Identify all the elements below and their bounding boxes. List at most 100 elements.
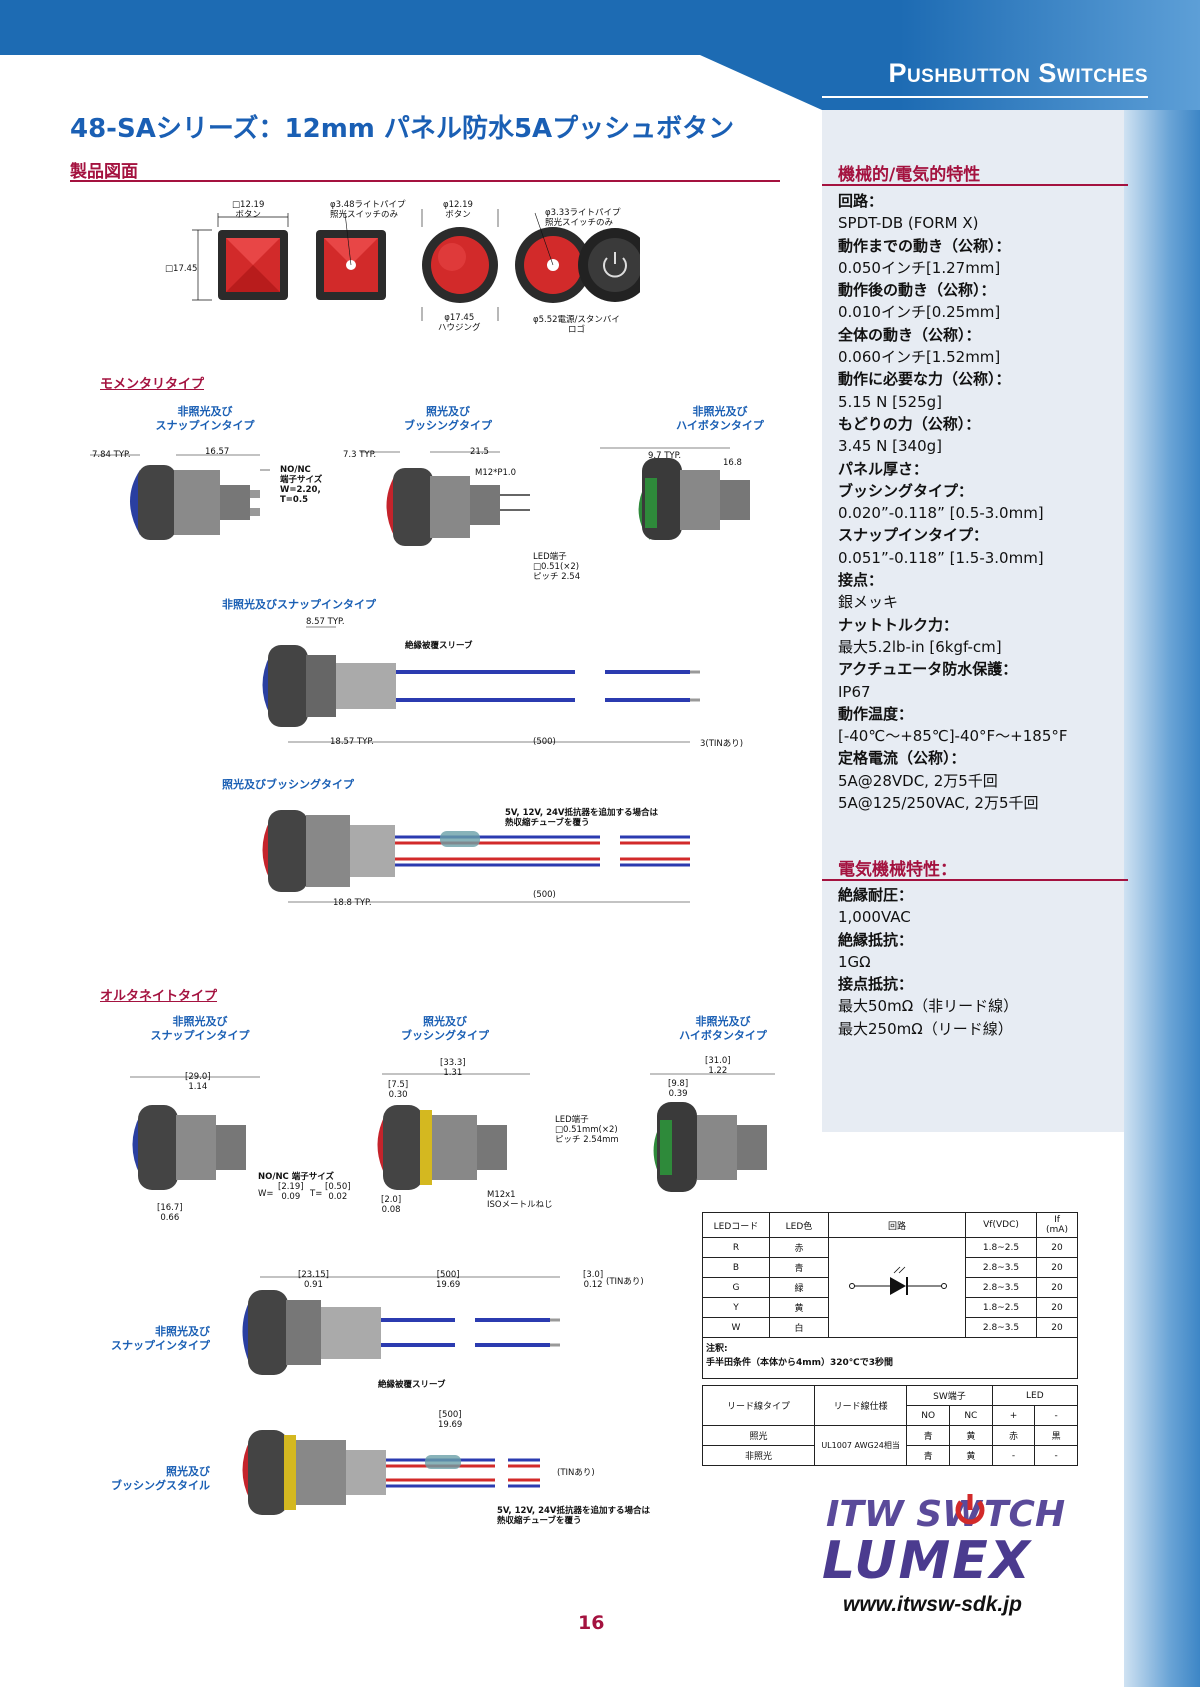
dim-m1-terminal: NO/NC 端子サイズ W=2.20, T=0.5 (280, 465, 323, 505)
mech-value: 銀メッキ (838, 593, 899, 612)
led-color: 赤 (769, 1237, 829, 1258)
alternate-caption-lead-snapin: 非照光及び スナップインタイプ (111, 1325, 210, 1352)
dim-lightpipe-round: φ3.33ライトパイプ 照光スイッチのみ (545, 208, 621, 228)
mech-label: アクチュエータ防水保護： (838, 660, 1018, 679)
lead-minus: 黒 (1034, 1425, 1078, 1446)
dim-lightpipe-square: φ3.48ライトパイプ 照光スイッチのみ (330, 200, 406, 220)
mech-value: 0.010インチ[0.25mm] (838, 303, 1001, 322)
led-if: 20 (1036, 1257, 1078, 1278)
led-code: R (702, 1237, 770, 1258)
lead-sub-plus: + (991, 1405, 1036, 1426)
power-button-front (578, 228, 640, 302)
logo-tch-text: TCH (984, 1494, 1065, 1535)
dim-alt-b3: LED端子 □0.51mm(×2) ピッチ 2.54mm (555, 1115, 619, 1145)
page-title: 48-SAシリーズ：12mm パネル防水5Aプッシュボタン (70, 114, 735, 144)
dim-round-housing: φ17.45 ハウジング (438, 313, 481, 333)
dim-alt-e4: 絶縁被覆スリーブ (378, 1380, 446, 1390)
elec-value: 1GΩ (838, 952, 871, 971)
dim-lead-bushing-typ: 18.8 TYP. (333, 898, 372, 908)
led-color: 白 (769, 1317, 829, 1338)
led-if: 20 (1036, 1317, 1078, 1338)
website-url[interactable]: www.itwsw-sdk.jp (843, 1593, 1022, 1616)
alternate-side-drawings (130, 1073, 775, 1192)
mech-label: もどりの力（公称）： (838, 414, 981, 433)
lead-table: リード線タイプ リード線仕様 SW端子 LED NO NC + - 照光 UL1… (702, 1385, 1079, 1466)
diode-symbol-icon (849, 1266, 947, 1295)
mech-value: 0.051”-0.118” [1.5-3.0mm] (838, 548, 1044, 567)
drawings-divider (70, 180, 780, 182)
alt-highbutton-side-view (653, 1102, 767, 1192)
dim-m3-typ: 9.7 TYP. (648, 451, 682, 461)
dim-round-button: φ12.19 ボタン (443, 200, 473, 220)
lead-no: 青 (906, 1425, 950, 1446)
lead-header-led: LED (991, 1385, 1079, 1406)
led-color: 緑 (769, 1277, 829, 1298)
note-title: 注釈: (706, 1344, 728, 1354)
dim-alt-b1: [33.3] 1.31 (440, 1058, 466, 1078)
dim-alt-a3tv: [0.50] 0.02 (325, 1182, 351, 1202)
dim-lead-snapin-length: 18.57 TYP. (330, 737, 374, 747)
led-if: 20 (1036, 1237, 1078, 1258)
dim-lead-snapin-tin: 3(TINあり) (700, 739, 744, 749)
led-if: 20 (1036, 1297, 1078, 1318)
mech-value: 5A@28VDC, 2万5千回 (838, 771, 998, 790)
elec-value: 1,000VAC (838, 908, 911, 927)
dim-m1-typ: 7.84 TYP. (92, 450, 131, 460)
led-header-if: If (mA) (1036, 1212, 1078, 1238)
mech-label: 動作温度： (838, 704, 914, 723)
dim-power-logo: φ5.52電源/スタンバイ ロゴ (533, 315, 620, 335)
dim-m2-length: 21.5 (470, 447, 489, 457)
dim-square-housing: □17.45 (165, 264, 198, 274)
table-row: 照光 UL1007 AWG24相当 青 黄 赤 黒 (702, 1425, 1078, 1466)
led-table-header: LEDコード LED色 回路 Vf(VDC) If (mA) (702, 1212, 1078, 1238)
dim-alt-e2: [500] 19.69 (436, 1270, 461, 1290)
alt-snapin-side-view (132, 1105, 246, 1190)
alternate-lead-bushing-drawing (242, 1430, 540, 1515)
lead-header-spec: リード線仕様 (813, 1385, 908, 1426)
mech-label: 動作までの動き（公称）： (838, 236, 1011, 255)
dim-alt-a4: [16.7] 0.66 (157, 1203, 183, 1223)
dim-alt-e1: [23.15] 0.91 (298, 1270, 329, 1290)
lead-spec: UL1007 AWG24相当 (813, 1425, 908, 1466)
led-color: 黄 (769, 1297, 829, 1318)
dim-alt-b2: [7.5] 0.30 (388, 1080, 409, 1100)
lead-nc: 黄 (948, 1445, 993, 1466)
dim-m2-led: LED端子 □0.51(×2) ピッチ 2.54 (533, 552, 581, 582)
led-color: 青 (769, 1257, 829, 1278)
dim-alt-f3: 5V, 12V, 24V抵抗器を追加する場合は 熱収縮チューブを覆う (497, 1506, 650, 1526)
lead-type: 照光 (702, 1425, 815, 1446)
led-header-code: LEDコード (702, 1212, 770, 1238)
table-row: R 赤 1.8~2.5 20 (702, 1237, 1078, 1338)
momentary-caption-snapin: 非照光及び スナップインタイプ (155, 405, 255, 432)
momentary-side-drawings (90, 447, 750, 546)
table-row: 非照光 青 黄 - - (702, 1445, 1078, 1466)
header-band (0, 0, 1200, 110)
momentary-caption-lead-bushing: 照光及びブッシングタイプ (222, 778, 354, 791)
lead-nc: 黄 (948, 1425, 993, 1446)
dim-m2-typ: 7.3 TYP. (343, 450, 377, 460)
momentary-caption-bushing: 照光及び ブッシングタイプ (404, 405, 492, 432)
mech-divider (822, 184, 1128, 186)
dim-m2-thread: M12*P1.0 (475, 468, 517, 478)
led-vf: 2.8~3.5 (965, 1277, 1037, 1298)
mech-spec-list: 回路：SPDT-DB (FORM X)動作までの動き（公称）：0.050インチ[… (838, 190, 1118, 814)
led-table-notes: 注釈: 手半田条件（本体から4mm）320℃で3秒間 (702, 1337, 1078, 1379)
alternate-caption-lead-bushing: 照光及び ブッシングスタイル (111, 1465, 210, 1492)
alternate-heading: オルタネイトタイプ (100, 989, 218, 1004)
snapin-side-view (130, 465, 260, 540)
mech-value: 5A@125/250VAC, 2万5千回 (838, 794, 1039, 813)
page-number: 16 (578, 1612, 605, 1634)
alternate-lead-snapin-drawing (242, 1276, 560, 1375)
top-product-drawings (192, 209, 640, 321)
momentary-caption-lead-snapin: 非照光及びスナップインタイプ (222, 598, 376, 611)
led-header-color: LED色 (769, 1212, 829, 1238)
note-text: 手半田条件（本体から4mm）320℃で3秒間 (706, 1358, 893, 1368)
dim-alt-b5: M12x1 ISOメートルねじ (487, 1190, 553, 1210)
dim-alt-e3b: (TINあり) (606, 1277, 644, 1287)
dim-alt-a1: [29.0] 1.14 (185, 1072, 211, 1092)
mech-heading: 機械的/電気的特性 (838, 165, 981, 185)
mech-label: スナップインタイプ： (838, 526, 989, 545)
mech-label: ブッシングタイプ： (838, 481, 974, 500)
highbutton-side-view (638, 458, 750, 540)
